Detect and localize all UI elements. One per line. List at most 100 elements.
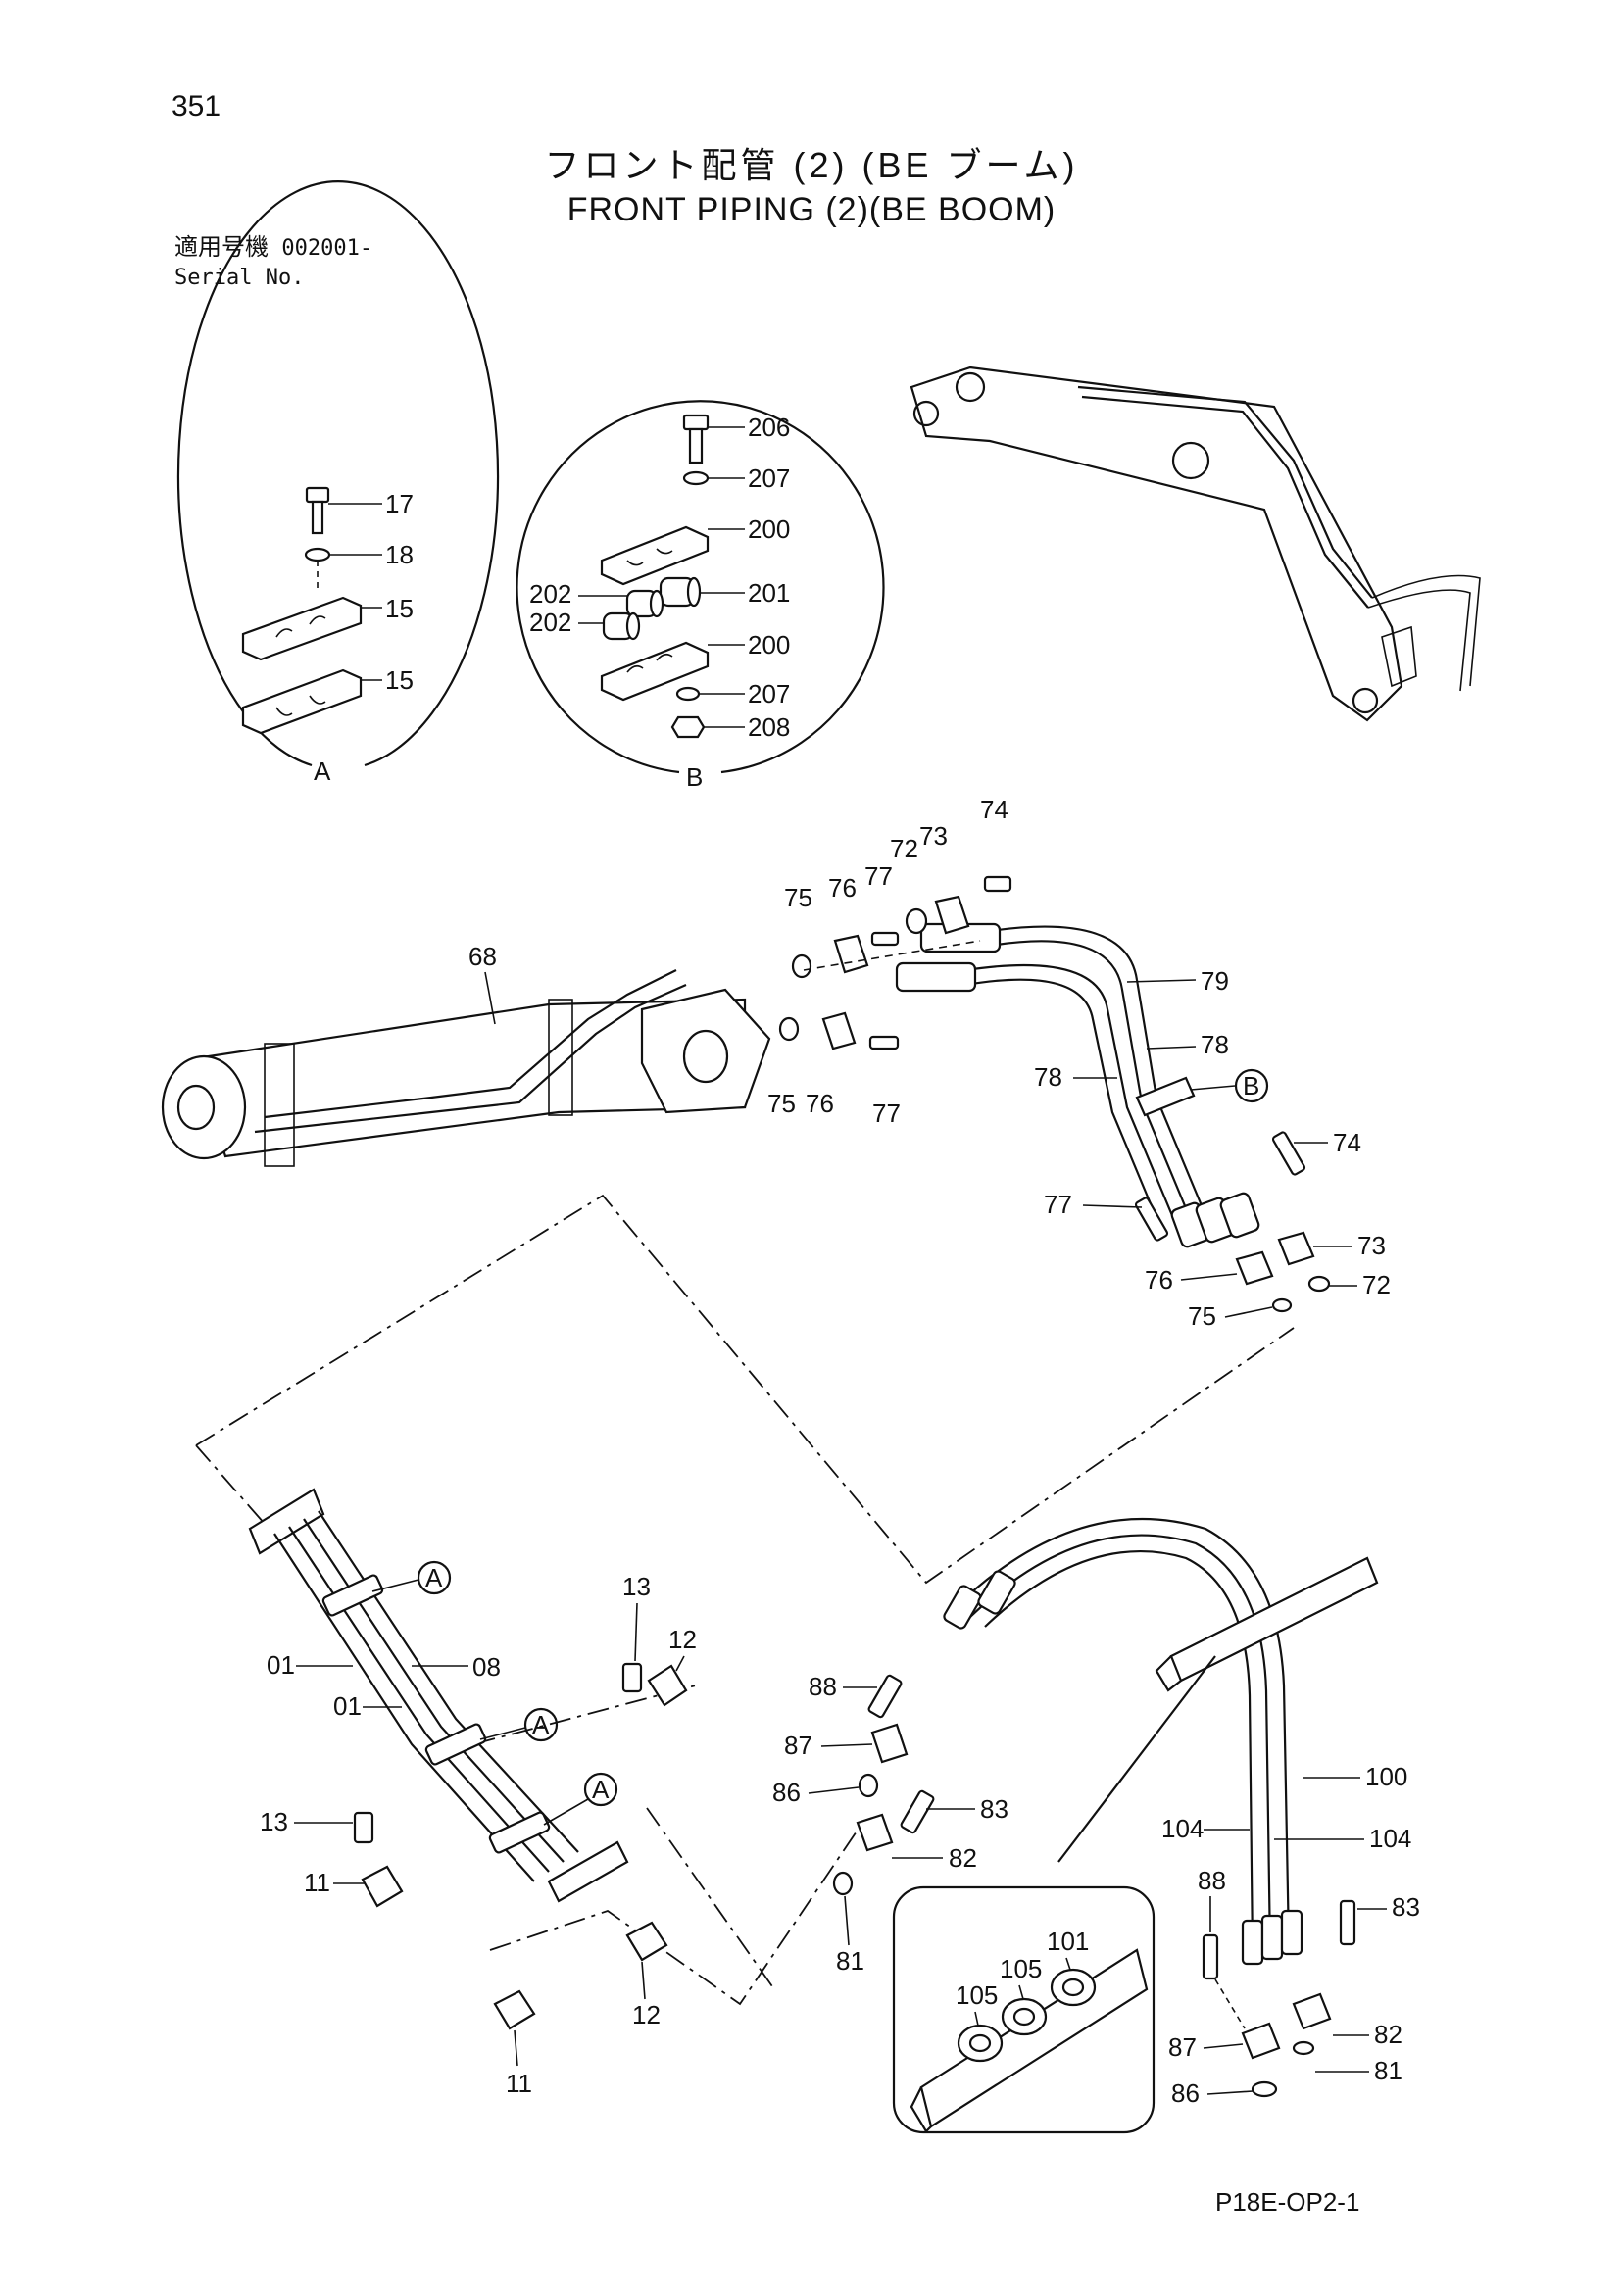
detail-b-ref: B <box>1243 1071 1259 1100</box>
callout: 101 <box>1047 1927 1089 1956</box>
washer-207-top <box>682 470 745 486</box>
grommet-105b <box>1001 1997 1048 2036</box>
title-english: FRONT PIPING (2)(BE BOOM) <box>566 191 1057 228</box>
callout: 207 <box>748 464 790 493</box>
callout: 12 <box>668 1625 697 1654</box>
tubes-78-79: B <box>895 922 1269 1248</box>
callout: 75 <box>1188 1301 1216 1331</box>
callout: 76 <box>806 1089 834 1118</box>
fitting-ends <box>1170 1192 1260 1248</box>
callout: 72 <box>890 834 918 863</box>
bolt-206 <box>682 414 745 464</box>
callout: 73 <box>919 821 948 851</box>
callout: 86 <box>1171 2078 1200 2108</box>
callout: 82 <box>949 1843 977 1873</box>
detail-a-letter: A <box>314 757 331 786</box>
tube-end-fittings <box>1134 1131 1331 1313</box>
callout: 11 <box>304 1868 330 1897</box>
sleeve-201 <box>659 576 745 608</box>
serial-label-en: Serial No. <box>174 266 305 290</box>
callout: 77 <box>864 861 893 891</box>
callout: 200 <box>748 514 790 544</box>
callout: 88 <box>809 1672 837 1701</box>
callout: 81 <box>1374 2056 1402 2085</box>
callout: 201 <box>748 578 790 608</box>
callout: 11 <box>506 2069 532 2098</box>
callout: 202 <box>529 608 571 637</box>
callout: 77 <box>1044 1190 1072 1219</box>
callout: 17 <box>385 489 414 518</box>
callout: 01 <box>267 1650 295 1680</box>
callout: 79 <box>1201 966 1229 996</box>
right-fittings <box>1202 1899 1356 2098</box>
callout: 78 <box>1201 1030 1229 1059</box>
callout: 207 <box>748 679 790 708</box>
detail-a: A 17 18 15 15 <box>176 180 500 786</box>
sleeve-202a <box>578 589 664 618</box>
callout: 104 <box>1161 1814 1204 1843</box>
callout: 75 <box>784 883 812 912</box>
callout: 73 <box>1357 1231 1386 1260</box>
washer-18 <box>304 547 382 562</box>
callout: 88 <box>1198 1866 1226 1895</box>
boom-overview <box>910 366 1481 722</box>
callout: 78 <box>1034 1062 1062 1092</box>
cylinder-68: 68 <box>161 942 771 1167</box>
grommet-105a <box>957 2024 1004 2063</box>
footer-code: P18E-OP2-1 <box>1215 2187 1360 2217</box>
callout: 13 <box>622 1572 651 1601</box>
callout: 202 <box>529 579 571 609</box>
callout: 104 <box>1369 1824 1411 1853</box>
callout: 72 <box>1362 1270 1391 1299</box>
callout: 208 <box>748 712 790 742</box>
callout: 200 <box>748 630 790 659</box>
callout: 83 <box>1392 1892 1420 1922</box>
callout: 08 <box>472 1652 501 1682</box>
callout: 68 <box>468 942 497 971</box>
detail-b-letter: B <box>686 762 703 792</box>
detail-b-circle <box>516 400 885 774</box>
inset-detail: 101 105 105 <box>892 1885 1156 2134</box>
callout: 15 <box>385 594 414 623</box>
page-number: 351 <box>172 90 221 122</box>
bolt-17 <box>305 486 382 535</box>
detail-b: B <box>516 400 885 792</box>
detail-a-ref: A <box>425 1563 443 1592</box>
callout: 12 <box>632 2000 661 2029</box>
boom-hoses <box>943 1518 1379 1966</box>
callout: 100 <box>1365 1762 1407 1791</box>
callout: 01 <box>333 1691 362 1721</box>
callout: 77 <box>872 1099 901 1128</box>
serial-value: 002001- <box>281 236 373 261</box>
callout: 86 <box>772 1778 801 1807</box>
sleeve-202b <box>578 611 641 641</box>
clamp-15-upper <box>241 596 382 661</box>
callout: 82 <box>1374 2020 1402 2049</box>
callout: 83 <box>980 1794 1008 1824</box>
callout: 87 <box>1168 2032 1197 2062</box>
title-japanese: フロント配管 (2) (BE ブーム) <box>544 145 1079 185</box>
callout: 76 <box>1145 1265 1173 1295</box>
clamp-200-lower <box>600 641 745 702</box>
clamp-200-upper <box>600 525 745 586</box>
grommet-101 <box>1050 1968 1097 2007</box>
callout: 18 <box>385 540 414 569</box>
callout: 206 <box>748 413 790 442</box>
callout: 81 <box>836 1946 864 1976</box>
callout: 105 <box>956 1980 998 2010</box>
nut-208 <box>670 715 745 739</box>
left-hose-group: A A A <box>248 1488 688 2030</box>
detail-a-ref: A <box>592 1775 610 1804</box>
serial-label-jp: 適用号機 <box>174 234 269 261</box>
cylinder-top-fittings <box>778 875 1012 1050</box>
callout: 15 <box>385 665 414 695</box>
callout: 87 <box>784 1731 812 1760</box>
callout: 74 <box>1333 1128 1361 1157</box>
callout: 105 <box>1000 1954 1042 1983</box>
callout: 76 <box>828 873 857 903</box>
callout: 75 <box>767 1089 796 1118</box>
serial-block: 適用号機 002001- Serial No. <box>174 233 372 293</box>
center-fittings <box>832 1674 935 1896</box>
detail-a-ref: A <box>532 1710 550 1739</box>
